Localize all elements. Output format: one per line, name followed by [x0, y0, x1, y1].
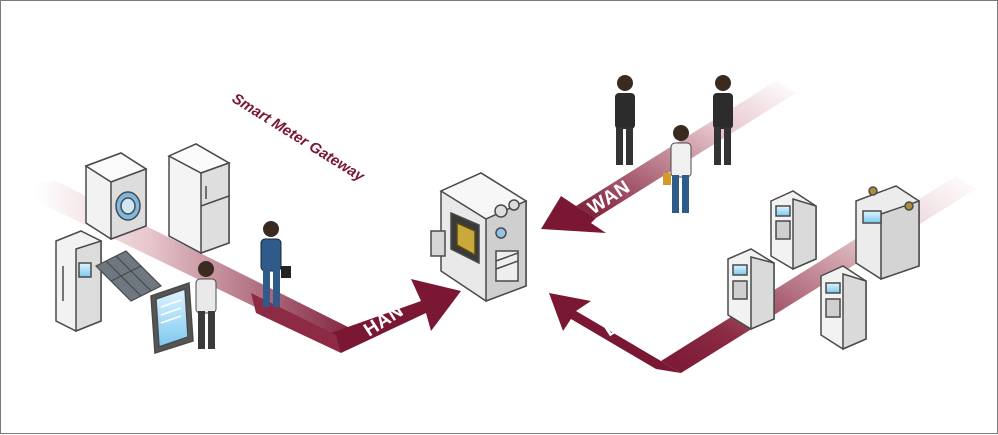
han-label: HAN [360, 300, 407, 341]
gateway-label: Smart Meter Gateway [229, 90, 368, 186]
electric-meter-3-icon [820, 265, 867, 351]
person-technician-icon [260, 221, 291, 307]
lmn-label: LMN [600, 300, 647, 341]
electric-meter-1-icon [770, 190, 817, 271]
wan-label: WAN [584, 177, 634, 220]
solar-panel-icon [94, 250, 163, 302]
gas-meter-icon [855, 185, 920, 281]
person-operator-1-icon [615, 75, 635, 165]
refrigerator-icon [167, 143, 231, 255]
washing-machine-icon [84, 152, 148, 241]
person-user-icon [195, 261, 217, 349]
person-analyst-icon [663, 125, 692, 213]
wan-arrow: WAN [541, 81, 796, 233]
person-operator-2-icon [713, 75, 733, 165]
fridge-icon [55, 230, 102, 333]
electric-meter-2-icon [727, 248, 775, 331]
gateway-device-icon [430, 172, 528, 303]
tablet-icon [150, 281, 194, 355]
